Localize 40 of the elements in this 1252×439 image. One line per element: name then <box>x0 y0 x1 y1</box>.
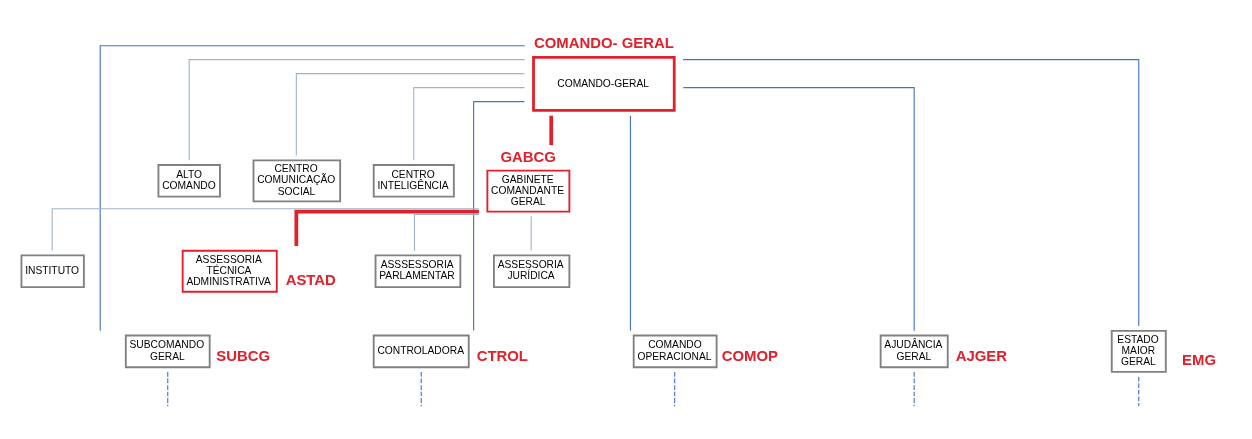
connector <box>413 87 526 161</box>
connector <box>530 215 532 251</box>
node-label: EMG <box>1182 352 1217 369</box>
node-box: ASSESSORIA TÉCNICA ADMINISTRATIVA <box>181 249 278 293</box>
node-box: ESTADO MAIOR GERAL <box>1110 329 1167 373</box>
connector <box>682 87 915 332</box>
connector <box>295 73 525 156</box>
connector <box>1138 376 1140 407</box>
node-label: GABCG <box>500 149 556 165</box>
node-box: CENTRO COMUNICAÇÃO SOCIAL <box>252 159 342 203</box>
node-box: CONTROLADORA <box>372 334 470 369</box>
node-box: INSTITUTO <box>20 254 85 288</box>
node-label: AJGER <box>955 347 1007 364</box>
connector <box>420 371 422 407</box>
node-box: ALTO COMANDO <box>157 164 221 198</box>
connector <box>473 101 525 332</box>
connector <box>188 59 526 161</box>
connector <box>167 371 169 407</box>
node-box: COMANDO-GERAL <box>532 55 676 112</box>
connector <box>913 371 915 407</box>
connector <box>629 115 631 332</box>
node-box: AJUDÂNCIA GERAL <box>879 334 949 369</box>
connector <box>413 213 480 252</box>
connector <box>549 115 554 146</box>
node-box: GABINETE COMANDANTE GERAL <box>486 169 571 213</box>
connector <box>674 371 676 407</box>
node-label: ASTAD <box>285 272 336 289</box>
node-box: CENTRO INTELIGÊNCIA <box>372 164 455 198</box>
node-label: COMOP <box>721 347 779 364</box>
connector <box>294 209 479 246</box>
node-label: SUBCG <box>216 347 270 364</box>
node-box: ASSSESSORIA PARLAMENTAR <box>374 254 462 288</box>
connector <box>51 208 480 251</box>
connector <box>682 59 1140 327</box>
connector <box>99 45 526 332</box>
node-box: SUBCOMANDO GERAL <box>124 334 211 369</box>
node-box: ASSESSORIA JURÍDICA <box>493 254 571 288</box>
node-label: COMANDO- GERAL <box>533 35 674 52</box>
node-box: COMANDO OPERACIONAL <box>632 334 718 369</box>
node-label: CTROL <box>476 347 528 364</box>
